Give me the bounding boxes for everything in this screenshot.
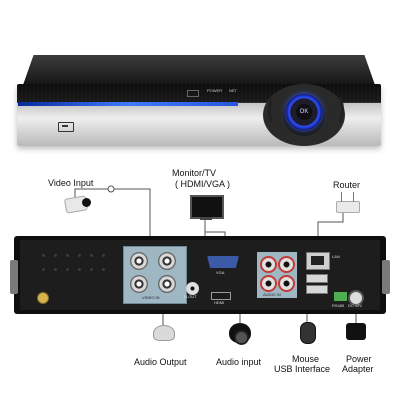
bnc-port-2[interactable] bbox=[158, 252, 176, 270]
dvr-blue-accent-strip bbox=[18, 102, 238, 106]
rs485-label: RS485 bbox=[332, 303, 345, 308]
hdmi-port[interactable] bbox=[211, 292, 231, 300]
audio-in-port-1[interactable] bbox=[260, 256, 277, 273]
status-led-panel: POWER NET bbox=[187, 88, 247, 98]
mouse-icon bbox=[300, 322, 316, 344]
net-led-label: NET bbox=[229, 88, 237, 93]
video-in-label: VIDEO IN bbox=[142, 295, 160, 300]
speaker-icon bbox=[153, 325, 175, 341]
power-adapter-icon bbox=[346, 323, 366, 340]
lan-label: LAN bbox=[332, 254, 340, 259]
bnc-port-1[interactable] bbox=[130, 252, 148, 270]
audio-in-panel: AUDIO IN bbox=[257, 252, 297, 298]
label-router: Router bbox=[333, 180, 361, 190]
audio-in-port-2[interactable] bbox=[278, 256, 295, 273]
audio-in-label: AUDIO IN bbox=[263, 292, 281, 297]
dvr-top-cover bbox=[23, 55, 375, 85]
router-antenna-icon bbox=[353, 192, 354, 202]
microphone-grille-icon bbox=[234, 330, 249, 345]
audio-out-label: N-OUT bbox=[184, 294, 197, 299]
video-line-right bbox=[114, 188, 151, 248]
label-audio-input: Audio input bbox=[216, 357, 262, 367]
label-mouse-line2: USB Interface bbox=[274, 364, 331, 374]
bnc-port-4[interactable] bbox=[158, 275, 176, 293]
vga-port[interactable] bbox=[207, 256, 239, 268]
router-antenna-icon bbox=[341, 192, 342, 202]
camera-lens-icon bbox=[82, 198, 91, 207]
right-mount-ear bbox=[382, 260, 390, 294]
label-video-input: Video Input bbox=[48, 178, 94, 188]
video-in-bnc-panel: VIDEO IN bbox=[123, 246, 187, 304]
label-audio-output: Audio Output bbox=[134, 357, 187, 367]
monitor-stand-icon bbox=[200, 217, 212, 220]
label-power-line1: Power bbox=[346, 354, 372, 364]
dc-label: DC 12V bbox=[348, 303, 363, 308]
audio-in-port-3[interactable] bbox=[260, 275, 277, 292]
rear-usb-port-2[interactable] bbox=[306, 285, 328, 294]
left-arc-button-icon[interactable] bbox=[268, 94, 284, 126]
lan-port[interactable] bbox=[306, 252, 330, 270]
ok-button[interactable]: OK bbox=[296, 104, 312, 120]
power-led-label: POWER bbox=[207, 88, 223, 93]
right-arc-button-icon[interactable] bbox=[328, 94, 344, 126]
bnc-port-3[interactable] bbox=[130, 275, 148, 293]
label-monitor-line2: ( HDMI/VGA ) bbox=[175, 179, 231, 189]
hdmi-label: HDMI bbox=[214, 300, 225, 305]
label-mouse-line1: Mouse bbox=[292, 354, 320, 364]
rs485-terminal[interactable] bbox=[334, 292, 347, 301]
video-connector-icon bbox=[107, 185, 115, 193]
front-usb-port-icon bbox=[58, 122, 74, 132]
router-icon bbox=[336, 192, 360, 213]
audio-in-port-4[interactable] bbox=[278, 275, 295, 292]
monitor-icon bbox=[190, 195, 224, 219]
rear-usb-port-1[interactable] bbox=[306, 274, 328, 283]
left-mount-ear bbox=[10, 260, 18, 294]
dc-power-jack[interactable] bbox=[348, 290, 364, 306]
display-window bbox=[187, 90, 199, 97]
ground-screw-icon bbox=[37, 292, 49, 304]
label-monitor-line1: Monitor/TV bbox=[172, 168, 217, 178]
audio-out-port[interactable]: N-OUT bbox=[184, 282, 200, 299]
vent-grid bbox=[32, 248, 112, 304]
vga-label: VGA bbox=[216, 270, 225, 275]
label-power-line2: Adapter bbox=[342, 364, 374, 374]
